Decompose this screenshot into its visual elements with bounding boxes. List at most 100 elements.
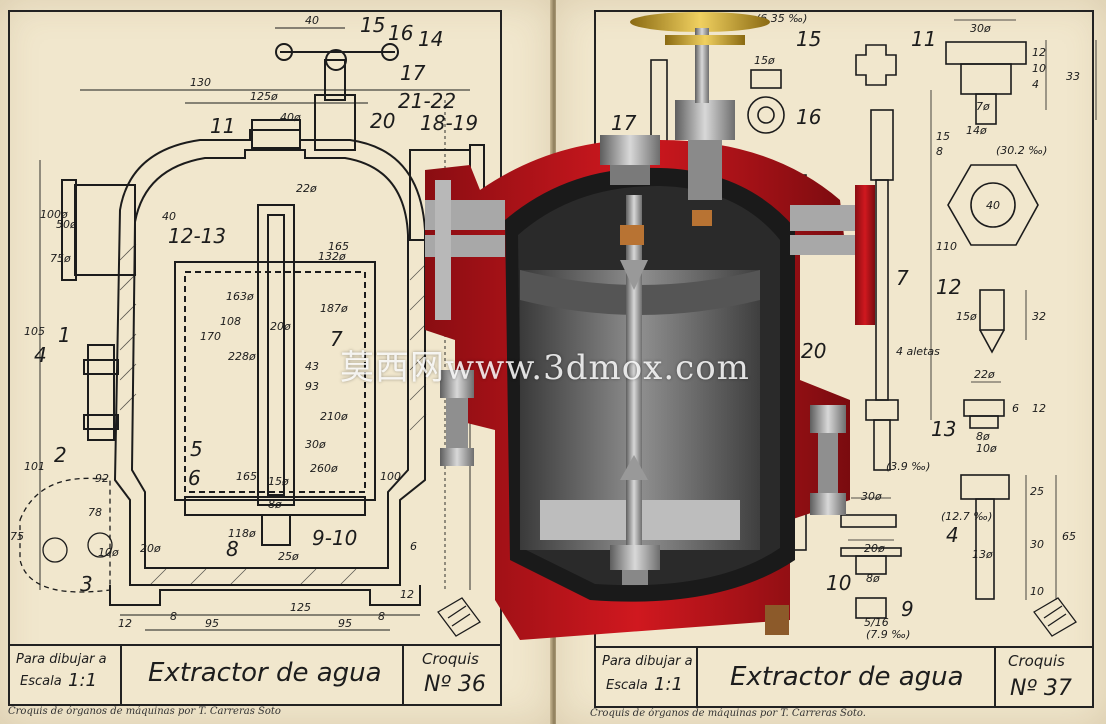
dimension-label: 40ø	[280, 111, 301, 124]
dimension-label: 92	[95, 472, 109, 485]
part-label: 9	[901, 597, 914, 621]
dimension-label: 12	[1032, 46, 1046, 59]
croquis-number: Nº 37	[1010, 676, 1072, 701]
dimension-label: (12.7 ‰)	[941, 510, 992, 523]
part-label: 15	[360, 13, 385, 37]
dimension-label: 15	[936, 130, 950, 143]
dimension-label: 30ø	[970, 22, 991, 35]
dimension-label: 132ø	[318, 250, 346, 263]
dimension-label: 125ø	[250, 90, 278, 103]
dimension-label: 20ø	[140, 542, 161, 555]
scale-caption: Escala	[20, 674, 62, 689]
dimension-label: 8	[936, 145, 943, 158]
dimension-label: 10	[1032, 62, 1046, 75]
dimension-label: 260ø	[310, 462, 338, 475]
dimension-label: 118ø	[228, 527, 256, 540]
dimension-label: 7ø	[976, 100, 990, 113]
dimension-label: 40	[986, 199, 1000, 212]
dimension-label: 125	[290, 601, 311, 614]
dimension-label: 22ø	[296, 182, 317, 195]
title-block-left: Para dibujar a Escala 1:1 Extractor de a…	[8, 644, 502, 706]
dimension-label: 6	[410, 540, 417, 553]
part-label: 20	[370, 109, 395, 133]
dimension-label: 187ø	[320, 302, 348, 315]
dimension-label: 12	[118, 617, 132, 630]
dimension-label: (30.2 ‰)	[996, 144, 1047, 157]
dimension-label: 4 aletas	[896, 345, 940, 358]
dimension-label: 105	[24, 325, 45, 338]
dimension-label: 10ø	[976, 442, 997, 455]
dimension-label: 95	[205, 617, 219, 630]
dimension-label: 30ø	[861, 490, 882, 503]
part-label: 15	[796, 27, 821, 51]
part-label: 6	[188, 466, 201, 490]
dimension-label: 65	[1062, 530, 1076, 543]
part-label: 8	[226, 537, 239, 561]
dimension-label: 33	[1066, 70, 1080, 83]
dimension-label: 15ø	[956, 310, 977, 323]
part-label: 18-19	[420, 111, 478, 135]
dimension-label: 95	[338, 617, 352, 630]
part-label: 7	[896, 266, 909, 290]
dimension-label: 12	[400, 588, 414, 601]
dimension-label: (3.9 ‰)	[886, 460, 930, 473]
dimension-label: 8	[378, 610, 385, 623]
part-label: 4	[34, 343, 47, 367]
dimension-label: 75ø	[50, 252, 71, 265]
author-footnote: Croquis de órganos de máquinas por T. Ca…	[8, 706, 281, 717]
dimension-label: 50ø	[56, 218, 77, 231]
dimension-label: 100ø	[40, 208, 68, 221]
croquis-label: Croquis	[422, 650, 479, 668]
dimension-label: 20ø	[270, 320, 291, 333]
part-label: 12	[936, 275, 961, 299]
part-label: 21-22	[398, 89, 456, 113]
dimension-label: 165	[236, 470, 257, 483]
croquis-label: Croquis	[1008, 652, 1065, 670]
dimension-label: 130	[190, 76, 211, 89]
part-label: 10	[826, 571, 851, 595]
part-label: 14	[418, 27, 443, 51]
dimension-label: 8ø	[866, 572, 880, 585]
dimension-label: 10	[1030, 585, 1044, 598]
dimension-label: 40	[162, 210, 176, 223]
watermark-text: 莫西网www.3dmox.com	[340, 348, 750, 388]
drawing-title: Extractor de agua	[730, 662, 964, 692]
dimension-label: 43	[305, 360, 319, 373]
dimension-label: 40	[305, 14, 319, 27]
scale-value: 1:1	[68, 670, 97, 691]
dimension-label: 13ø	[972, 548, 993, 561]
part-label: 4	[946, 523, 959, 547]
dimension-label: 100	[380, 470, 401, 483]
dimension-label: 5/16	[864, 616, 889, 629]
dimension-label: 25ø	[278, 550, 299, 563]
dimension-label: 30ø	[305, 438, 326, 451]
part-label: 3	[80, 572, 93, 596]
part-label: 5	[190, 437, 203, 461]
dimension-label: 20ø	[864, 542, 885, 555]
part-label: 17	[611, 111, 637, 135]
dimension-label: 30	[1030, 538, 1044, 551]
part-label: 17	[400, 61, 426, 85]
dimension-label: 108	[220, 315, 241, 328]
dimension-label: 8ø	[268, 498, 282, 511]
dimension-label: 8	[170, 610, 177, 623]
dimension-label: 25	[1030, 485, 1044, 498]
title-block-right: Para dibujar a Escala 1:1 Extractor de a…	[594, 646, 1094, 708]
tcs-stamp-icon	[1033, 597, 1077, 637]
part-label: 9-10	[312, 526, 357, 550]
dimension-label: (20.9 ‰)	[776, 204, 827, 217]
dimension-label: 165	[328, 240, 349, 253]
part-label: 16	[796, 105, 821, 129]
drawing-title: Extractor de agua	[148, 658, 382, 688]
part-label: 7	[330, 327, 343, 351]
dimension-label: 110	[936, 240, 957, 253]
dimension-label: 75	[10, 530, 24, 543]
dimension-label: (6.35 ‰)	[756, 12, 807, 25]
part-label: 13	[931, 417, 956, 441]
part-label: 11	[210, 114, 235, 138]
dimension-label: 15ø	[754, 54, 775, 67]
dimension-label: 14ø	[966, 124, 987, 137]
scale-caption: Escala	[606, 678, 648, 693]
part-label: 16	[388, 21, 413, 45]
part-label: 20	[801, 339, 826, 363]
